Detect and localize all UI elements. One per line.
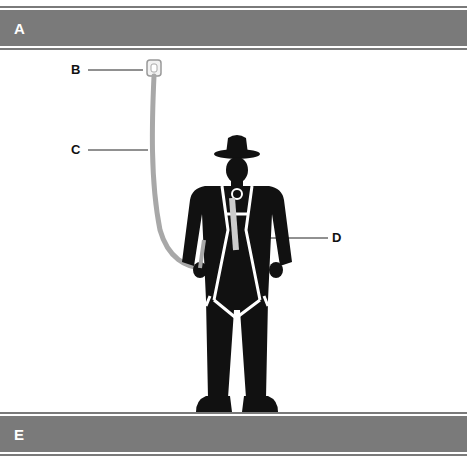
harness bbox=[206, 186, 268, 318]
lanyard-strap bbox=[232, 198, 236, 250]
lanyard-end bbox=[200, 240, 204, 268]
callout-letter: D bbox=[331, 230, 342, 245]
band-letter: E bbox=[14, 426, 24, 443]
leader-line bbox=[88, 70, 143, 71]
callout-letter: C bbox=[70, 142, 81, 157]
title-band: A bbox=[0, 8, 467, 48]
worker bbox=[182, 135, 292, 412]
leader-line bbox=[88, 150, 148, 151]
band-letter: A bbox=[14, 20, 25, 37]
title-band: E bbox=[0, 414, 467, 454]
callout-letter: B bbox=[70, 62, 81, 77]
